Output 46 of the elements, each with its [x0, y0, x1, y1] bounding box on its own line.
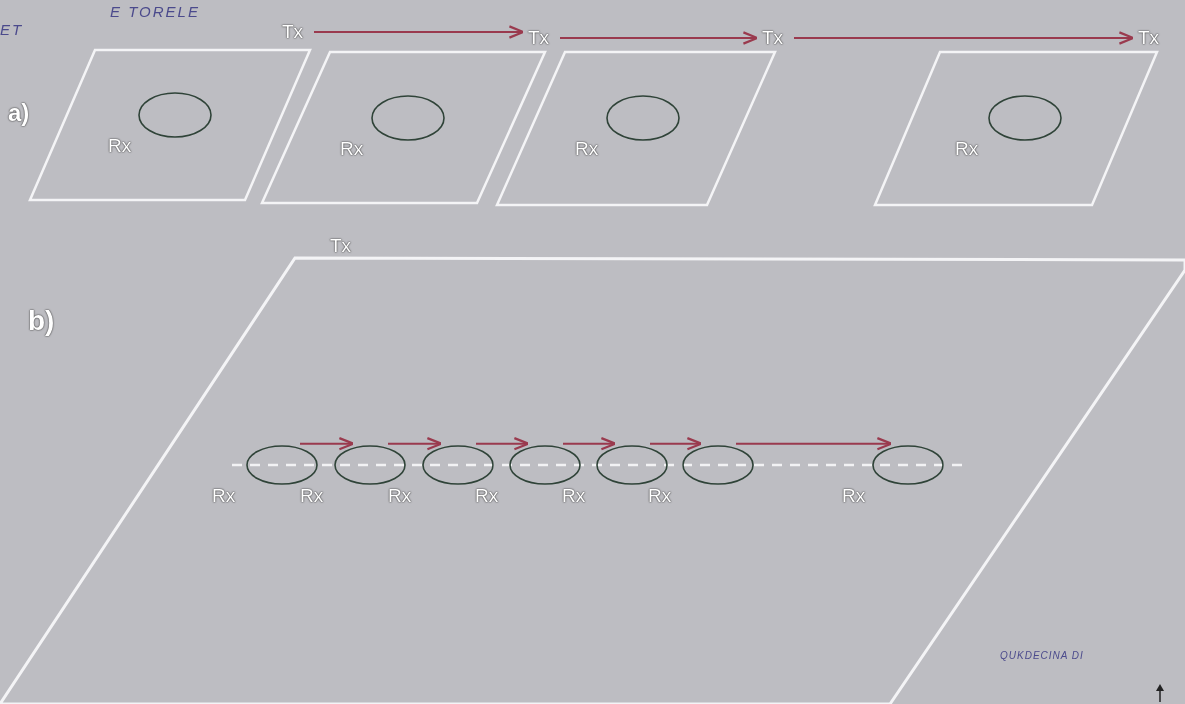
receiver-label: Rx [475, 486, 499, 506]
receiver-label: Rx [388, 486, 412, 506]
parallelogram-outline [875, 52, 1157, 205]
handwritten-note: ET [0, 22, 24, 38]
arrow [475, 436, 530, 451]
arrow [649, 436, 703, 451]
receiver-label: Rx [648, 486, 672, 506]
part-label: a) [8, 100, 30, 126]
ring [334, 445, 406, 485]
handwritten-note: E TORELE [110, 4, 200, 20]
parallelogram-outline [262, 52, 545, 203]
ring [988, 95, 1062, 141]
parallelogram-outline [497, 52, 775, 205]
handwritten-note: QUKDECINA DI [1000, 650, 1084, 662]
receiver-label: Rx [108, 136, 132, 156]
transmitter-label: Tx [282, 22, 304, 42]
transmitter-label: Tx [1138, 28, 1160, 48]
part-label: b) [28, 306, 55, 336]
ring [606, 95, 680, 141]
arrow [735, 436, 893, 451]
arrow [562, 436, 617, 451]
receiver-label: Rx [212, 486, 236, 506]
receiver-label: Rx [562, 486, 586, 506]
receiver-label: Rx [575, 139, 599, 159]
arrow [313, 25, 525, 39]
receiver-label: Rx [300, 486, 324, 506]
ring [422, 445, 494, 485]
ring [371, 95, 445, 141]
transmitter-label: Tx [762, 28, 784, 48]
transmitter-label: Tx [528, 28, 550, 48]
ring [138, 92, 212, 138]
ring [682, 445, 754, 485]
ring [872, 445, 944, 485]
parallelogram-outline [30, 50, 310, 200]
arrow [793, 31, 1135, 45]
receiver-label: Rx [842, 486, 866, 506]
receiver-label: Rx [955, 139, 979, 159]
ring [246, 445, 318, 485]
parallelogram-outline [0, 258, 1185, 704]
arrow [559, 31, 759, 45]
arrow [299, 436, 355, 451]
arrow [387, 436, 443, 451]
transmitter-label: Tx [330, 236, 352, 256]
ring [596, 445, 668, 485]
ring [509, 445, 581, 485]
receiver-label: Rx [340, 139, 364, 159]
